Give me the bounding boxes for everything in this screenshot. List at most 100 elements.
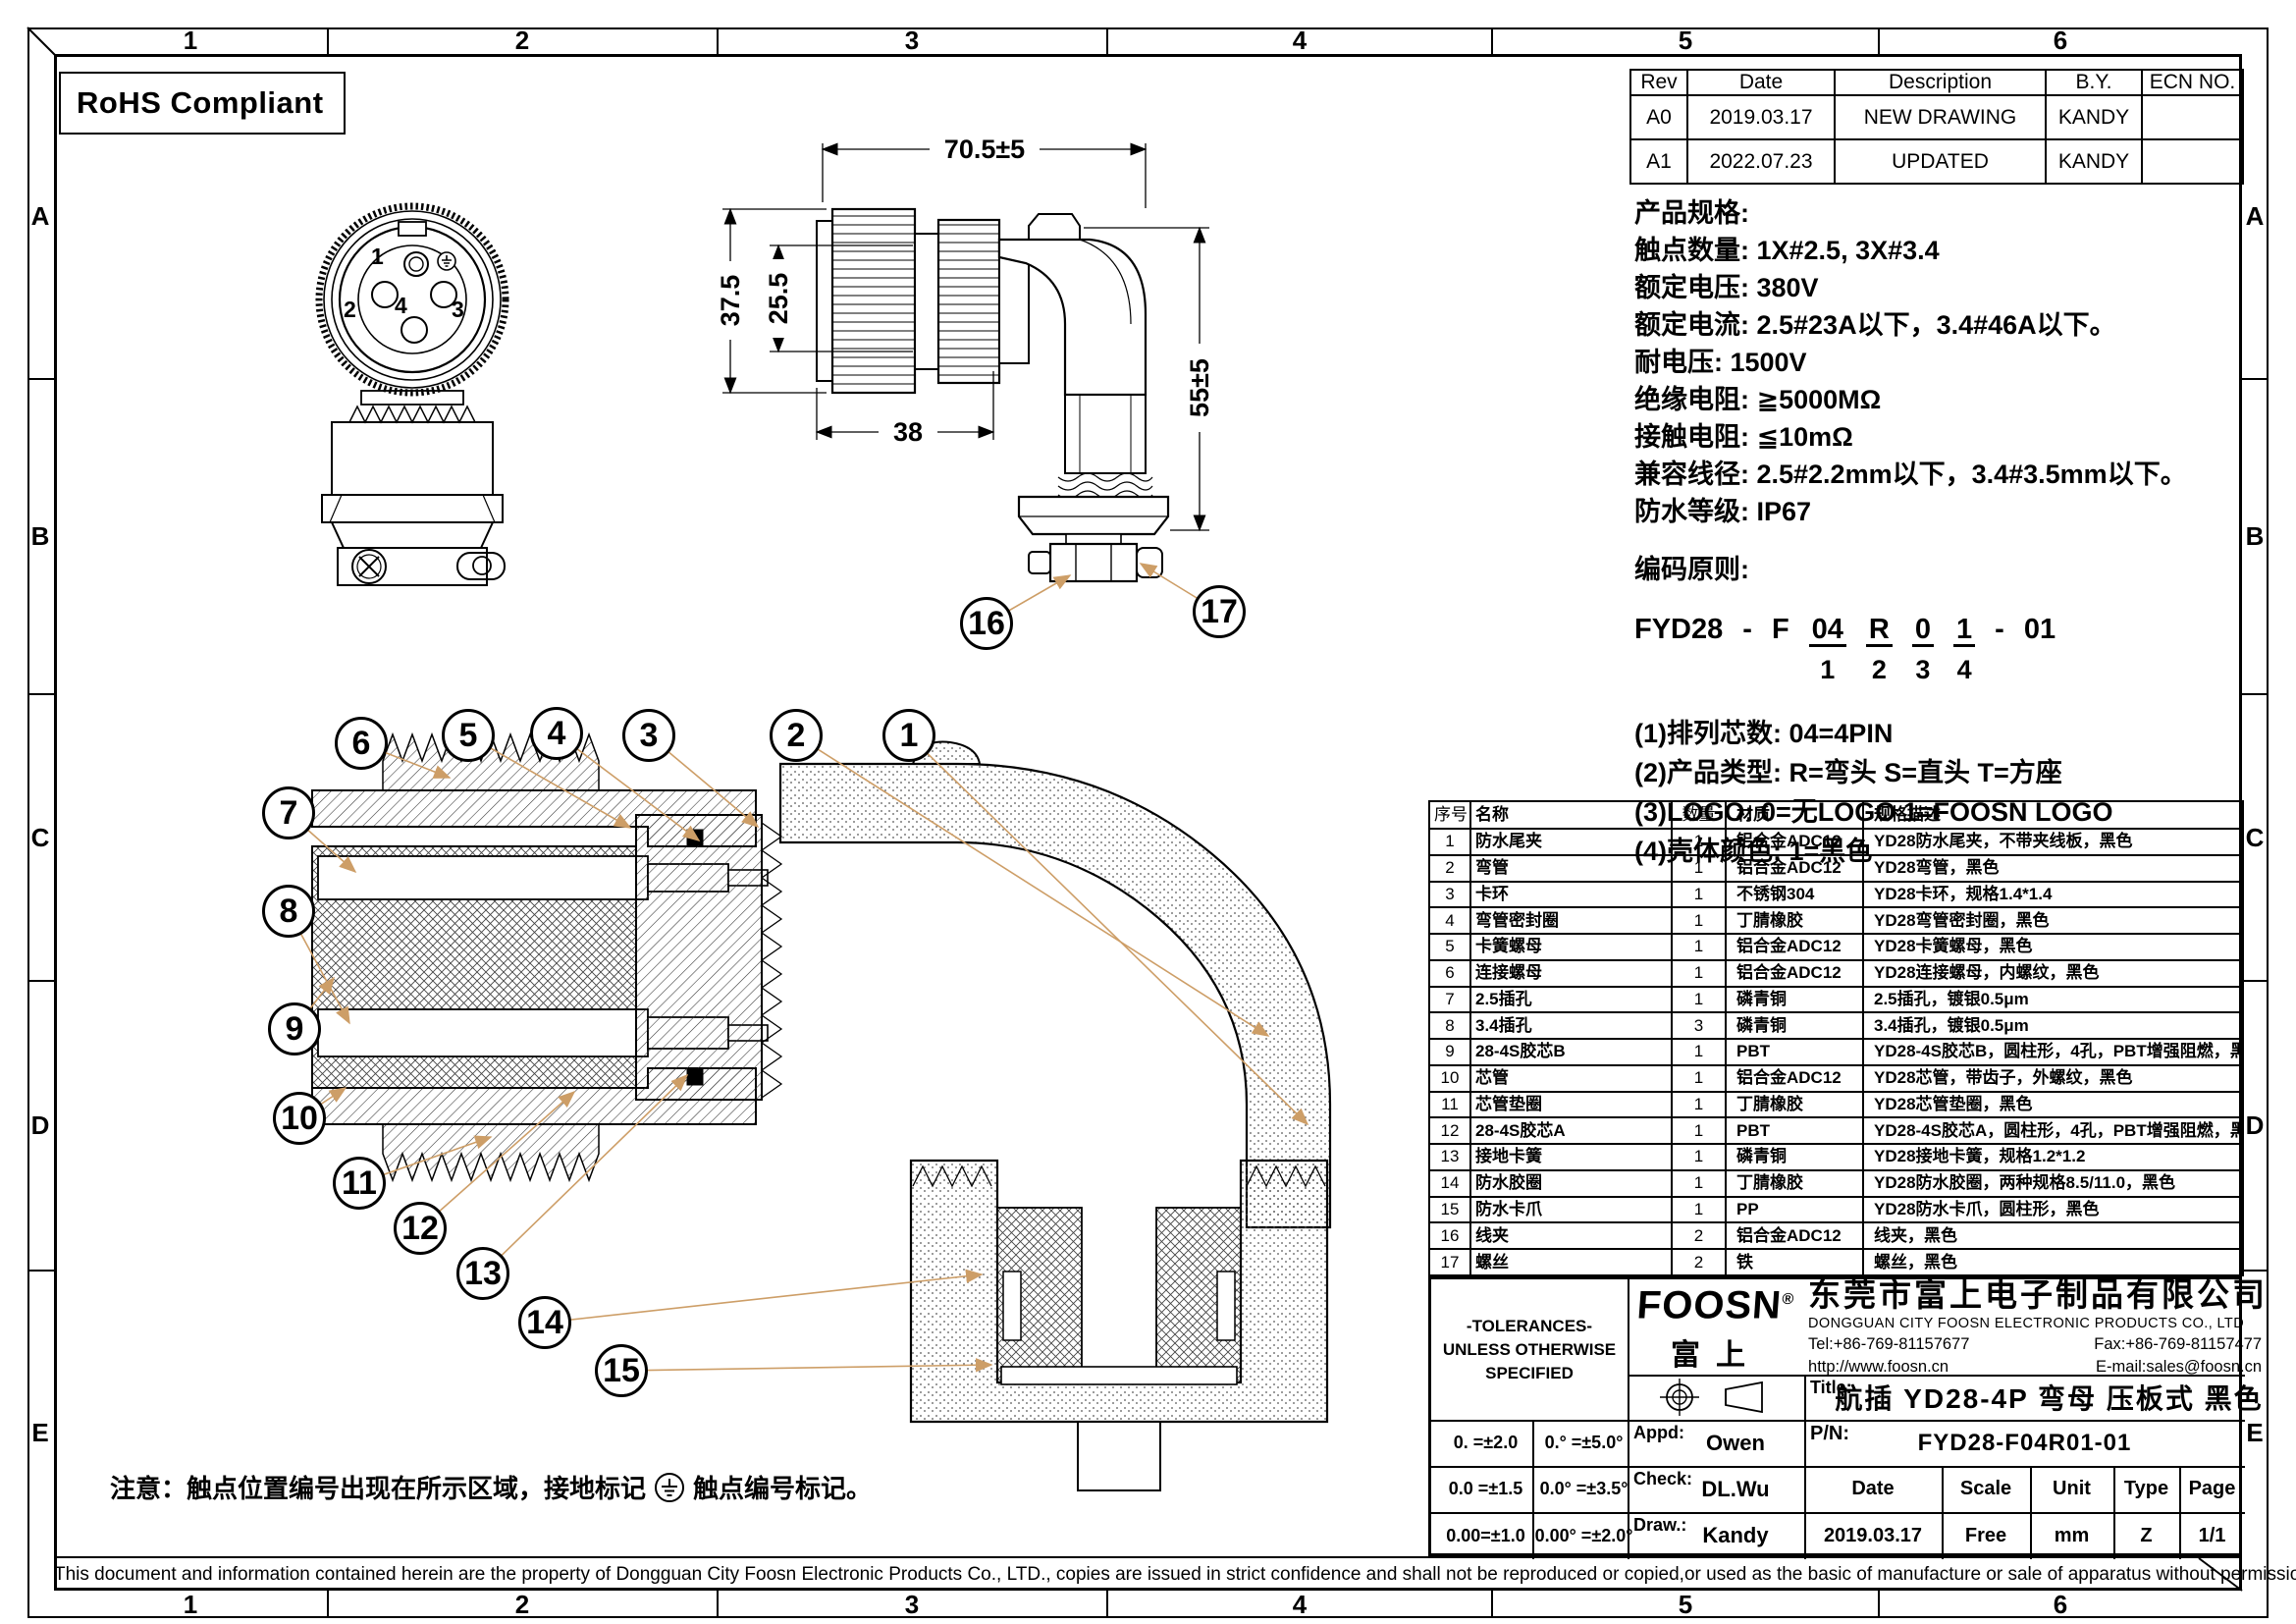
bom-cell: 17 [1428,1248,1471,1276]
bom-header: 数量 [1671,800,1727,830]
frame-column-label: 6 [2053,1590,2068,1619]
bom-cell: PBT [1725,1116,1864,1145]
pin-number-label: 4 [395,293,407,318]
frame-row-label: E [31,1418,49,1447]
bom-cell: PBT [1725,1038,1864,1066]
code-segment: FYD28 [1634,614,1724,645]
bom-cell: 1 [1671,1116,1727,1145]
pin-number-label: 1 [371,244,384,269]
bom-cell: 线夹 [1469,1221,1673,1250]
frame-column-label: 5 [1678,1590,1693,1619]
spec-line: 额定电流: 2.5#23A以下，3.4#46A以下。 [1634,310,2116,340]
code-segment: - [1995,614,2004,645]
balloon-10: 10 [273,1092,326,1145]
coding-note: (2)产品类型: R=弯头 S=直头 T=方座 [1634,758,2062,787]
bom-cell: 1 [1671,1063,1727,1093]
frame-row-label: A [2245,201,2265,231]
code-digit: 4 [1956,655,1972,684]
part-number: FYD28-F04R01-01 [1917,1429,2132,1456]
scale-value: Free [1964,1524,2007,1546]
bom-cell: YD28弯管密封圈，黑色 [1862,906,2244,935]
bom-cell: 3.4插孔，镀银0.5μm [1862,1011,2244,1040]
bom-cell: 3 [1671,1011,1727,1040]
code-segment: 01 [2023,614,2056,645]
dim-inner-height: 25.5 [764,259,793,338]
scale-header: Scale [1959,1478,2012,1499]
bom-cell: 2 [1671,1221,1727,1250]
type-header: Type [2123,1478,2169,1499]
bom-cell: 28-4S胶芯A [1469,1116,1673,1145]
tolerance-value: 0.0° =±3.5° [1539,1479,1629,1498]
revision-header: Date [1686,69,1836,96]
bom-cell: 磷青铜 [1725,985,1864,1014]
frame-column-label: 5 [1678,26,1693,55]
bom-cell: 2 [1428,853,1471,883]
bom-cell: 铁 [1725,1248,1864,1276]
bom-cell: YD28芯管，带齿子，外螺纹，黑色 [1862,1063,2244,1093]
company-email: E-mail:sales@foosn.cn [2096,1357,2263,1376]
bom-cell: YD28芯管垫圈，黑色 [1862,1090,2244,1119]
frame-row-label: B [30,521,50,551]
bom-cell: 2 [1671,1248,1727,1276]
title-block: -TOLERANCES- UNLESS OTHERWISE SPECIFIED … [1428,1276,2265,1559]
bom-cell: 12 [1428,1116,1471,1145]
bom-header: 序号 [1428,800,1471,830]
bom-cell: YD28防水尾夹，不带夹线板，黑色 [1862,828,2244,856]
frame-column-label: 2 [514,26,530,55]
section-view [311,731,1332,1491]
frame-column-label: 1 [183,26,198,55]
balloon-12: 12 [394,1202,447,1255]
bom-cell: 1 [1671,880,1727,909]
bom-cell: 弯管密封圈 [1469,906,1673,935]
bom-cell: 螺丝 [1469,1248,1673,1276]
bom-cell: 1 [1671,1090,1727,1119]
bom-cell: 13 [1428,1143,1471,1171]
note-suffix: 触点编号标记。 [693,1474,873,1503]
coding-title: 编码原则: [1634,555,1749,584]
spec-line: 触点数量: 1X#2.5, 3X#3.4 [1634,236,1940,265]
bom-cell: 不锈钢304 [1725,880,1864,909]
bom-cell: 8 [1428,1011,1471,1040]
bom-cell: 铝合金ADC12 [1725,1063,1864,1093]
spec-line: 耐电压: 1500V [1634,348,1807,377]
foosn-logo-cn: 富上 [1671,1339,1762,1373]
bom-cell: YD28接地卡簧，规格1.2*1.2 [1862,1143,2244,1171]
balloon-4: 4 [530,707,583,760]
bom-cell: 丁腈橡胶 [1725,906,1864,935]
leader-line-13 [482,1073,689,1274]
bom-cell: 1 [1671,1168,1727,1198]
revision-cell: NEW DRAWING [1834,94,2047,140]
leader-line-2 [795,734,1270,1037]
bom-header: 名称 [1469,800,1673,830]
dim-overall-length: 70.5±5 [930,135,1040,163]
side-view [722,142,1209,583]
frame-row-label: C [30,823,50,852]
company-name-en: DONGGUAN CITY FOOSN ELECTRONIC PRODUCTS … [1808,1315,2245,1331]
appd-cell: Appd: Owen [1633,1423,1765,1455]
draw-cell: Draw.: Kandy [1633,1515,1769,1547]
bom-cell: 1 [1671,1195,1727,1224]
pin-number-label: 2 [344,297,356,322]
bom-cell: 丁腈橡胶 [1725,1090,1864,1119]
frame-column-label: 3 [904,1590,920,1619]
spec-line: 接触电阻: ≦10mΩ [1634,422,1853,452]
bom-cell: YD28弯管，黑色 [1862,853,2244,883]
balloon-9: 9 [268,1002,321,1056]
spec-line: 绝缘电阻: ≧5000MΩ [1634,385,1882,414]
rohs-badge: RoHS Compliant [59,72,346,135]
frame-row-label: E [2246,1418,2264,1447]
spec-line: 兼容线径: 2.5#2.2mm以下，3.4#3.5mm以下。 [1634,460,2187,489]
company-tel: Tel:+86-769-81157677 [1808,1334,1970,1353]
specs-title: 产品规格: [1634,198,1749,228]
bom-cell: 卡簧螺母 [1469,933,1673,961]
tolerance-value: 0.0 =±1.5 [1448,1479,1523,1498]
bom-cell: 1 [1671,1143,1727,1171]
bom-cell: 卡环 [1469,880,1673,909]
frame-column-label: 4 [1292,1590,1308,1619]
